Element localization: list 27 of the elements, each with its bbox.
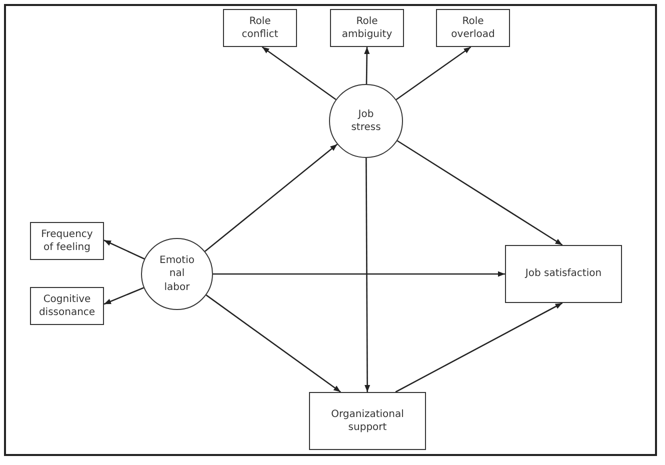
node-label: Role conflict — [240, 14, 280, 42]
node-label: Cognitive dissonance — [38, 292, 96, 320]
variable-box — [505, 245, 622, 303]
variable-box — [30, 287, 104, 325]
variable-box — [30, 222, 104, 260]
variable-box — [330, 9, 404, 47]
arrow — [364, 47, 370, 84]
arrow — [396, 46, 472, 100]
arrow — [104, 287, 144, 305]
arrow — [262, 46, 336, 100]
node-label: Job stress — [350, 108, 382, 134]
arrow — [396, 140, 563, 246]
node-label: Frequency of feeling — [40, 228, 94, 254]
arrow — [206, 294, 341, 393]
node-label: Role ambiguity — [340, 14, 394, 42]
node-label: Role overload — [450, 14, 496, 42]
arrow — [213, 271, 505, 277]
arrow — [104, 240, 145, 260]
node-label: Organizational support — [330, 408, 405, 434]
arrow — [395, 302, 563, 393]
node-label: Job satisfaction — [525, 267, 602, 281]
variable-box — [436, 9, 510, 47]
arrow — [204, 144, 338, 252]
variable-box — [309, 392, 426, 450]
variable-box — [223, 9, 297, 47]
node-label: Emotio nal labor — [158, 254, 196, 294]
arrow — [364, 158, 370, 392]
